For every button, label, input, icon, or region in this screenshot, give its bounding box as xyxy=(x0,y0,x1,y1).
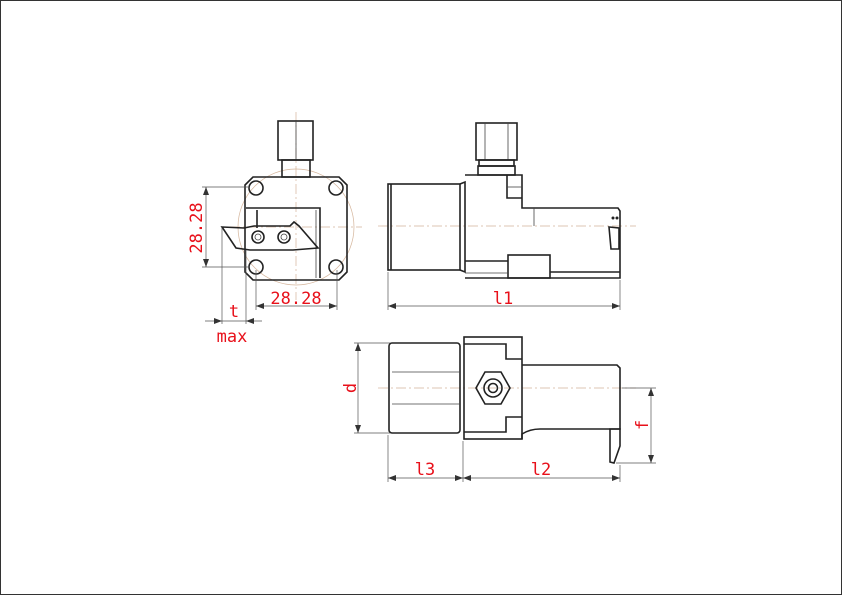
dim-vertical-label: 28.28 xyxy=(187,202,207,253)
screw xyxy=(277,230,291,244)
body-square xyxy=(244,176,348,281)
fitting-nut xyxy=(277,120,314,161)
dim-horizontal-label: 28.28 xyxy=(270,289,321,309)
dim-l3-label: l3 xyxy=(415,460,435,480)
dim-t-note: max xyxy=(217,327,248,347)
dim-l1-label: l1 xyxy=(493,289,513,309)
bolt-hole xyxy=(248,180,264,196)
fitting-hex xyxy=(475,371,511,405)
insert-tip xyxy=(609,428,621,464)
cutting-insert xyxy=(220,220,320,251)
bolt-hole xyxy=(328,180,344,196)
nose-cylinder xyxy=(388,342,461,434)
nose-cylinder xyxy=(387,183,461,271)
side-view: l1 xyxy=(378,122,636,310)
fitting-nut xyxy=(475,122,518,161)
tool-body xyxy=(465,174,621,279)
dim-f-label: f xyxy=(633,420,653,430)
top-view: d f l3 l2 xyxy=(341,336,656,482)
screw xyxy=(251,230,265,244)
front-view: 28.28 28.28 t max xyxy=(187,112,362,347)
dim-t-label: t xyxy=(229,302,239,322)
insert-tip xyxy=(608,226,620,250)
tool-body xyxy=(463,336,523,440)
dim-d-label: d xyxy=(341,383,361,393)
bolt-hole xyxy=(328,259,344,275)
dim-l2-label: l2 xyxy=(531,460,551,480)
